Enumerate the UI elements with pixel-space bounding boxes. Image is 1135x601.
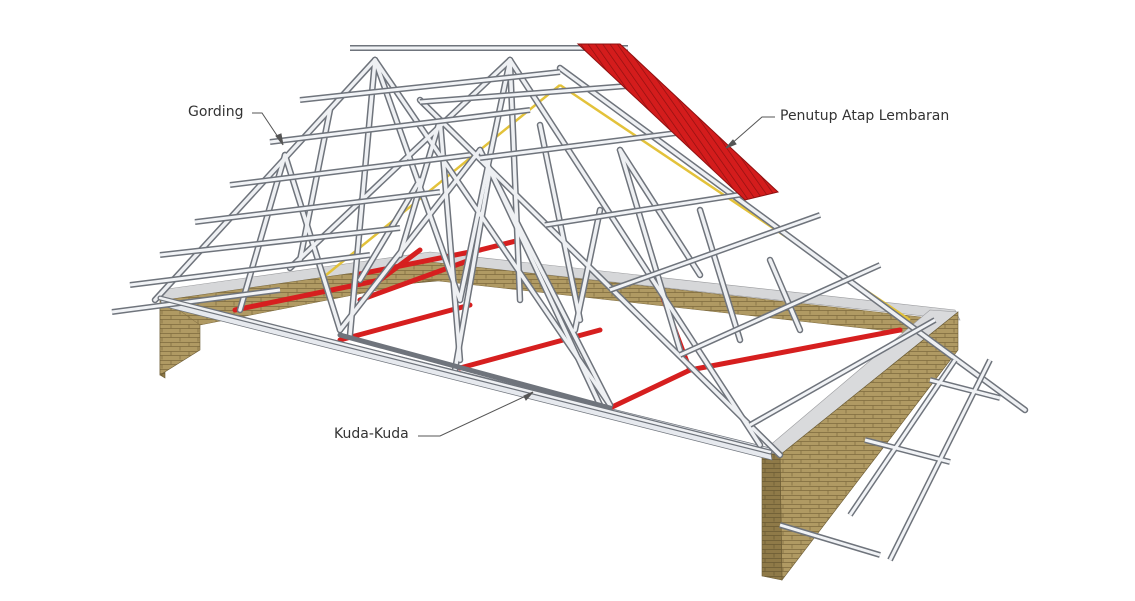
penutup-atap-sheet bbox=[576, 43, 780, 201]
right-wall-front bbox=[761, 451, 783, 581]
leader-lines bbox=[252, 112, 775, 437]
gording-highlights bbox=[111, 46, 1001, 561]
penutup-leader bbox=[729, 116, 775, 146]
label-gording: Gording bbox=[188, 104, 244, 120]
gording-leader bbox=[252, 112, 281, 141]
label-kuda-kuda: Kuda-Kuda bbox=[334, 426, 409, 442]
kuda-kuda-leader bbox=[418, 393, 531, 437]
right-wall-side bbox=[779, 311, 959, 581]
label-penutup-atap: Penutup Atap Lembaran bbox=[780, 108, 950, 124]
bottom-chord-highlights bbox=[158, 296, 772, 454]
